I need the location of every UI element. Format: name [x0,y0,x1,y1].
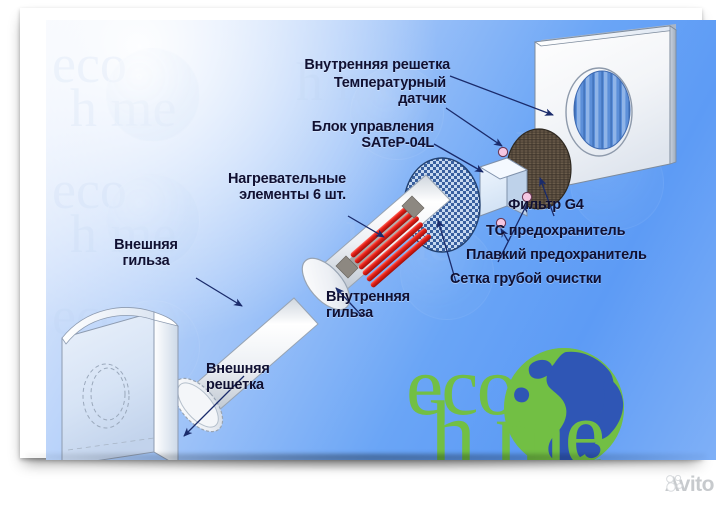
outer-grille-box [61,307,179,460]
label-filter-g4: Фильтр G4 [508,197,584,213]
leader-outer-grille [183,375,245,437]
inner-grille-plate [533,24,678,193]
leader-inner-sleeve [335,287,363,317]
fuse-pins [495,146,533,229]
label-outer-grille: Внешняя решетка [206,361,270,393]
label-melt-fuse: Плавкий предохранитель [466,247,647,263]
leader-lines [183,75,555,437]
globe-svg [504,348,624,460]
leader-inner-grille [449,75,554,116]
assembly-illustration [61,24,678,460]
label-outer-sleeve: Внешняя гильза [114,237,178,269]
label-temp-sensor: Температурный датчик [333,75,446,107]
leader-control-unit [433,143,484,173]
label-control-unit: Блок управления SATeP-04L [311,119,434,151]
logo-globe-icon [504,348,624,460]
eco-home-logo: eco h me [398,340,688,460]
leader-heating [347,215,385,238]
avito-dots-icon [665,474,683,492]
logo-home-text: h me [430,382,605,460]
label-coarse-mesh: Сетка грубой очистки [450,271,602,287]
label-inner-sleeve: Внутренняя гильза [326,289,410,321]
logo-eco-text: eco [406,340,519,433]
control-unit-cube [478,157,529,217]
avito-watermark: Avito [665,473,715,497]
leader-outer-sleeve [195,277,243,307]
leader-filter-g4 [539,177,555,217]
leader-tc-fuse [500,228,509,242]
leader-melt-fuse [497,203,528,263]
diagram-canvas: eco h me eco h me eco h me h me h me [46,20,716,460]
label-inner-grille: Внутренняя решетка [304,57,450,73]
photo-frame: eco h me eco h me eco h me h me h me [20,8,716,460]
label-heating-elements: Нагревательные элементы 6 шт. [228,171,346,203]
leader-temp-sensor [445,107,503,147]
label-tc-fuse: ТС предохранитель [486,223,626,239]
leader-coarse-mesh [436,219,457,283]
